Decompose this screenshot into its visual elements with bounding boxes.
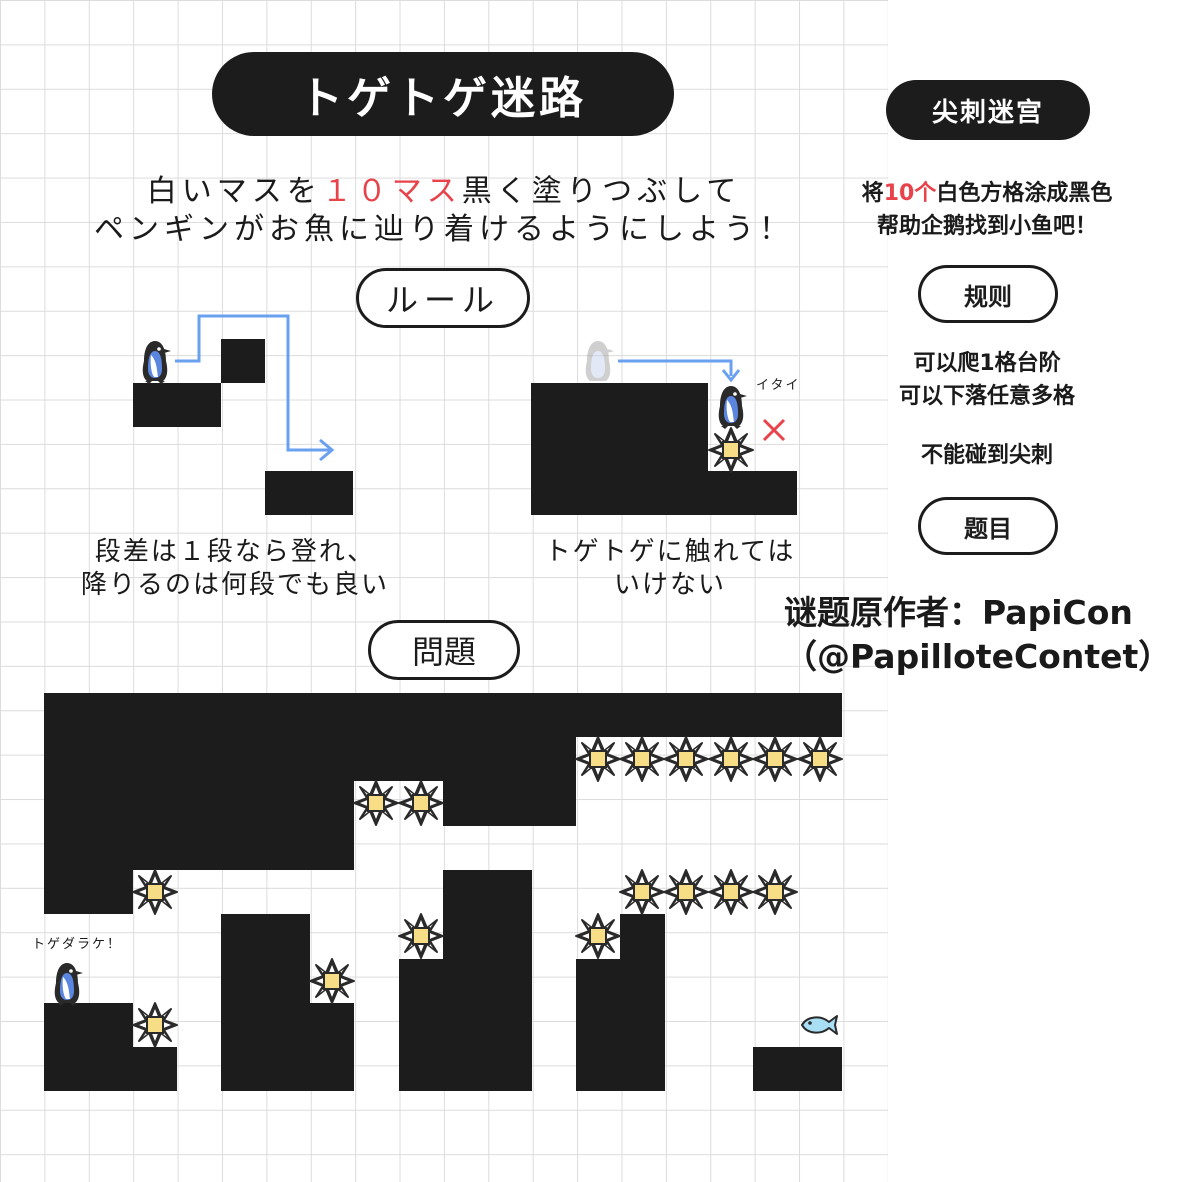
cross-icon — [762, 418, 786, 442]
penguin-ghost-icon — [585, 341, 614, 381]
instructions-cn-line2: 帮助企鹅找到小鱼吧！ — [876, 214, 1097, 239]
penguin-icon — [54, 963, 83, 1006]
author-line2: （@PapilloteContet） — [784, 637, 1172, 676]
spike-icon — [797, 736, 843, 782]
problem-label-cn: 题目 — [918, 497, 1058, 555]
instructions-cn-line1: 将10个白色方格涂成黑色 — [814, 175, 1160, 207]
rule1-block-end — [265, 471, 353, 515]
problem-label-jp: 問題 — [368, 620, 520, 680]
spike-icon — [752, 869, 798, 915]
instructions-jp-line2: ペンギンがお魚に辿り着けるようにしよう！ — [94, 212, 794, 247]
spike-icon — [663, 736, 709, 782]
page-title-cn: 尖刺迷宫 — [886, 80, 1090, 140]
rule2-diagram — [531, 341, 797, 515]
arrow-icon — [175, 314, 330, 452]
rule-cn-2: 可以下落任意多格 — [898, 384, 1075, 409]
rule-cn-1: 可以爬1格台阶 — [913, 351, 1061, 376]
spike-icon — [575, 913, 621, 959]
instructions-jp-text-2: 黒く塗りつぶして — [461, 174, 742, 209]
arrow-icon — [618, 359, 733, 376]
spike-icon — [619, 869, 665, 915]
penguin-icon — [142, 341, 171, 384]
rule1-caption-line2: 降りるのは何段でも良い — [80, 570, 389, 600]
spike-icon — [663, 869, 709, 915]
spike-icon — [708, 869, 754, 915]
fish-icon — [801, 1015, 838, 1035]
rule2-block — [531, 383, 797, 515]
spike-icon — [708, 427, 754, 473]
spike-icon — [619, 736, 665, 782]
pillar-block-1 — [221, 914, 354, 1091]
spike-row-top — [575, 736, 843, 782]
spike-icon — [575, 736, 621, 782]
rule1-diagram — [133, 314, 353, 515]
instructions-jp-highlight: １０マス — [321, 174, 462, 209]
author-line1: 谜题原作者：PapiCon — [784, 593, 1133, 632]
instructions-jp-text: 白いマスを — [146, 174, 322, 209]
rule-cn-3: 不能碰到尖刺 — [920, 443, 1053, 468]
rule2-caption-line2: いけない — [613, 570, 726, 600]
rule1-block-step — [221, 339, 265, 383]
pillar-block-2 — [399, 870, 532, 1091]
rule1-block-start — [133, 383, 221, 427]
rules-label-cn: 规则 — [918, 265, 1058, 323]
problem-board — [44, 693, 843, 1091]
instructions-cn-text: 将 — [861, 181, 884, 206]
instructions-jp-line1: 白いマスを１０マス黒く塗りつぶして — [0, 166, 888, 210]
goal-block — [753, 1047, 842, 1091]
grid-background — [0, 0, 888, 1182]
spike-icon — [309, 958, 355, 1004]
arrow-head-icon — [721, 369, 741, 383]
spike-icon — [132, 1002, 178, 1048]
spike-icon — [353, 780, 399, 826]
spike-icon — [708, 736, 754, 782]
spike-icon — [132, 869, 178, 915]
spike-icon — [398, 913, 444, 959]
instructions-cn-text-2: 白色方格涂成黑色 — [936, 181, 1113, 206]
spike-icon — [752, 736, 798, 782]
rule1-caption-line1: 段差は１段なら登れ、 — [94, 537, 376, 567]
rule2-caption-line1: トゲトゲに触れては — [544, 537, 796, 567]
pillar-block-3 — [576, 914, 665, 1091]
arrow-head-icon — [319, 438, 335, 462]
instructions-cn-highlight: 10个 — [883, 181, 937, 206]
penguin-icon — [718, 386, 747, 429]
start-block — [44, 1003, 177, 1091]
spike-row-right — [619, 869, 798, 915]
page-title: トゲトゲ迷路 — [212, 52, 674, 136]
spike-icon — [398, 780, 444, 826]
rules-label-jp: ルール — [356, 268, 530, 328]
penguin-speech-bubble: トゲダラケ！ — [32, 937, 123, 952]
rule2-speech-bubble: イタイ — [756, 378, 801, 393]
